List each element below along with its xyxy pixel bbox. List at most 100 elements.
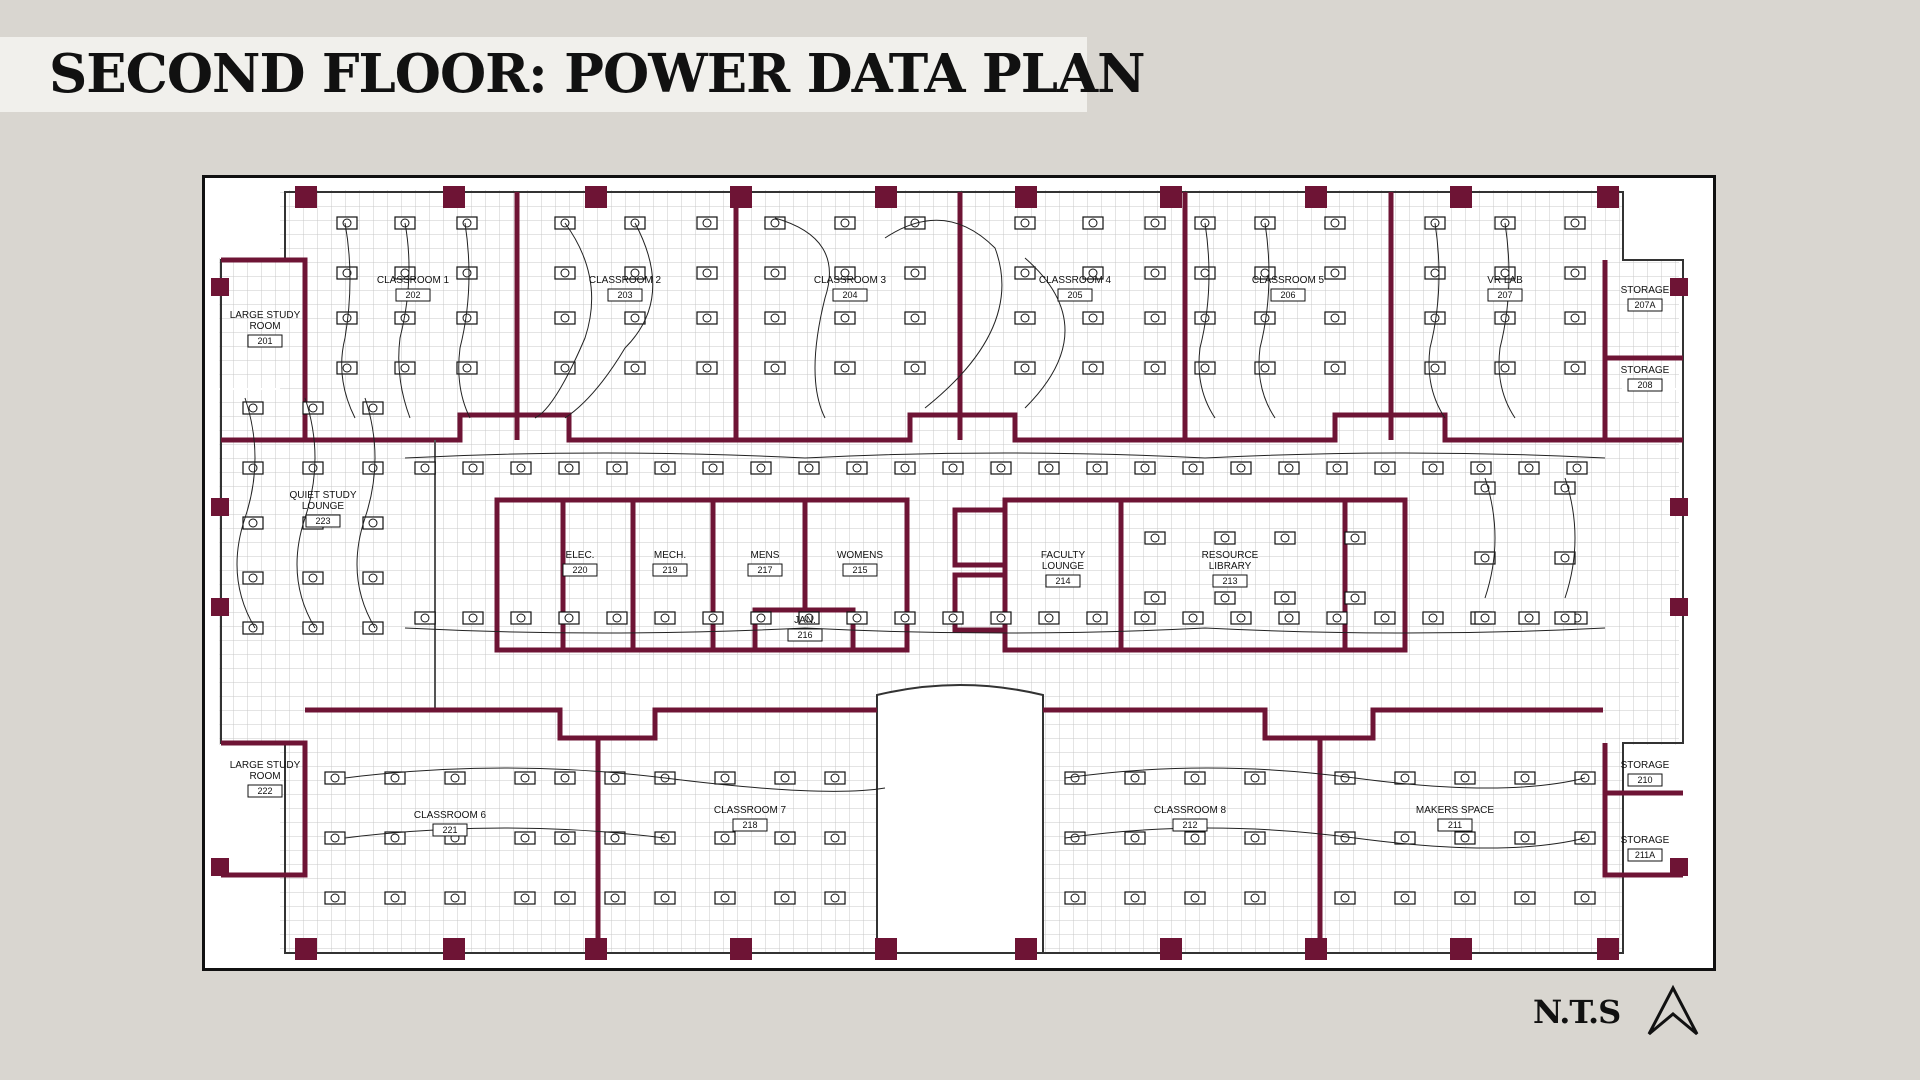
outlet-box-icon: [510, 611, 532, 625]
room-name: MECH.: [654, 550, 686, 561]
outlet-box-icon: [1422, 461, 1444, 475]
outlet-box-icon: [764, 311, 786, 325]
outlet-box-icon: [336, 361, 358, 375]
room-number: 206: [1280, 290, 1295, 300]
structural-columns: [211, 186, 1688, 960]
outlet-box-icon: [1394, 891, 1416, 905]
outlet-box-icon: [654, 611, 676, 625]
outlet-box-icon: [1230, 611, 1252, 625]
outlet-box-icon: [1144, 216, 1166, 230]
room-name: CLASSROOM 7: [714, 805, 787, 816]
outlet-box-icon: [242, 461, 264, 475]
outlet-box-icon: [456, 216, 478, 230]
room-number-box: [832, 288, 868, 302]
outlet-box-icon: [1574, 891, 1596, 905]
outlet-box-icon: [990, 461, 1012, 475]
outlet-box-icon: [1278, 461, 1300, 475]
room-name: CLASSROOM 5: [1252, 275, 1325, 286]
outlet-box-icon: [456, 311, 478, 325]
outlet-box-icon: [604, 771, 626, 785]
outlet-box-icon: [242, 516, 264, 530]
room-number-box: [607, 288, 643, 302]
outlet-box-icon: [942, 461, 964, 475]
outlet-box-icon: [1274, 531, 1296, 545]
outlet-box-icon: [1554, 611, 1576, 625]
room-number-box: [247, 334, 283, 348]
outlet-box-icon: [834, 216, 856, 230]
room-name: STORAGE: [1621, 835, 1670, 846]
outlet-box-icon: [302, 621, 324, 635]
outlet-box-icon: [1424, 266, 1446, 280]
outlet-box-icon: [514, 771, 536, 785]
outlet-box-icon: [774, 771, 796, 785]
outlet-box-icon: [1374, 461, 1396, 475]
outlet-box-icon: [834, 311, 856, 325]
room-name: ROOM: [249, 321, 280, 332]
room-number: 212: [1182, 820, 1197, 830]
room-name: LARGE STUDY: [230, 760, 301, 771]
outlet-box-icon: [606, 461, 628, 475]
outlet-box-icon: [834, 266, 856, 280]
room-number-box: [1270, 288, 1306, 302]
outlet-box-icon: [1254, 361, 1276, 375]
outlet-box-icon: [1564, 266, 1586, 280]
room-number: 210: [1637, 775, 1652, 785]
outlet-box-icon: [1454, 831, 1476, 845]
room-name: STORAGE: [1621, 285, 1670, 296]
outlet-box-icon: [696, 266, 718, 280]
room-number-box: [787, 628, 823, 642]
outlet-box-icon: [1184, 831, 1206, 845]
room-number-box: [652, 563, 688, 577]
room-number: 223: [315, 516, 330, 526]
outlet-box-icon: [1324, 216, 1346, 230]
outlet-box-icon: [1184, 891, 1206, 905]
outlet-box-icon: [798, 461, 820, 475]
outlet-box-icon: [302, 461, 324, 475]
outlet-box-icon: [1134, 611, 1156, 625]
room-number-box: [1172, 818, 1208, 832]
room-number-box: [1627, 848, 1663, 862]
scale-note: N.T.S: [1533, 993, 1621, 1031]
outlet-box-icon: [362, 621, 384, 635]
room-number-box: [1487, 288, 1523, 302]
outlet-box-icon: [444, 771, 466, 785]
outlet-box-icon: [242, 621, 264, 635]
outlet-box-icon: [654, 891, 676, 905]
outlet-box-icon: [702, 461, 724, 475]
outlet-box-icon: [1124, 891, 1146, 905]
outlet-box-icon: [798, 611, 820, 625]
outlet-box-icon: [942, 611, 964, 625]
outlet-box-icon: [1014, 361, 1036, 375]
room-number: 221: [442, 825, 457, 835]
room-number: 217: [757, 565, 772, 575]
room-number: 208: [1637, 380, 1652, 390]
outlet-box-icon: [1038, 611, 1060, 625]
outlet-box-icon: [764, 266, 786, 280]
outlet-box-icon: [1124, 771, 1146, 785]
outlet-box-icon: [1518, 461, 1540, 475]
outlet-box-icon: [714, 891, 736, 905]
room-number-box: [305, 514, 341, 528]
room-name: CLASSROOM 4: [1039, 275, 1112, 286]
outlet-box-icon: [624, 361, 646, 375]
room-name: FACULTY: [1041, 550, 1086, 561]
outlet-box-icon: [1474, 611, 1496, 625]
room-number-box: [1627, 298, 1663, 312]
room-number-box: [395, 288, 431, 302]
room-number: 204: [842, 290, 857, 300]
outlet-box-icon: [302, 571, 324, 585]
outlet-box-icon: [1082, 216, 1104, 230]
outlet-box-icon: [456, 266, 478, 280]
room-name: ROOM: [249, 771, 280, 782]
outlet-box-icon: [824, 891, 846, 905]
outlet-box-icon: [554, 831, 576, 845]
outlet-box-icon: [604, 891, 626, 905]
